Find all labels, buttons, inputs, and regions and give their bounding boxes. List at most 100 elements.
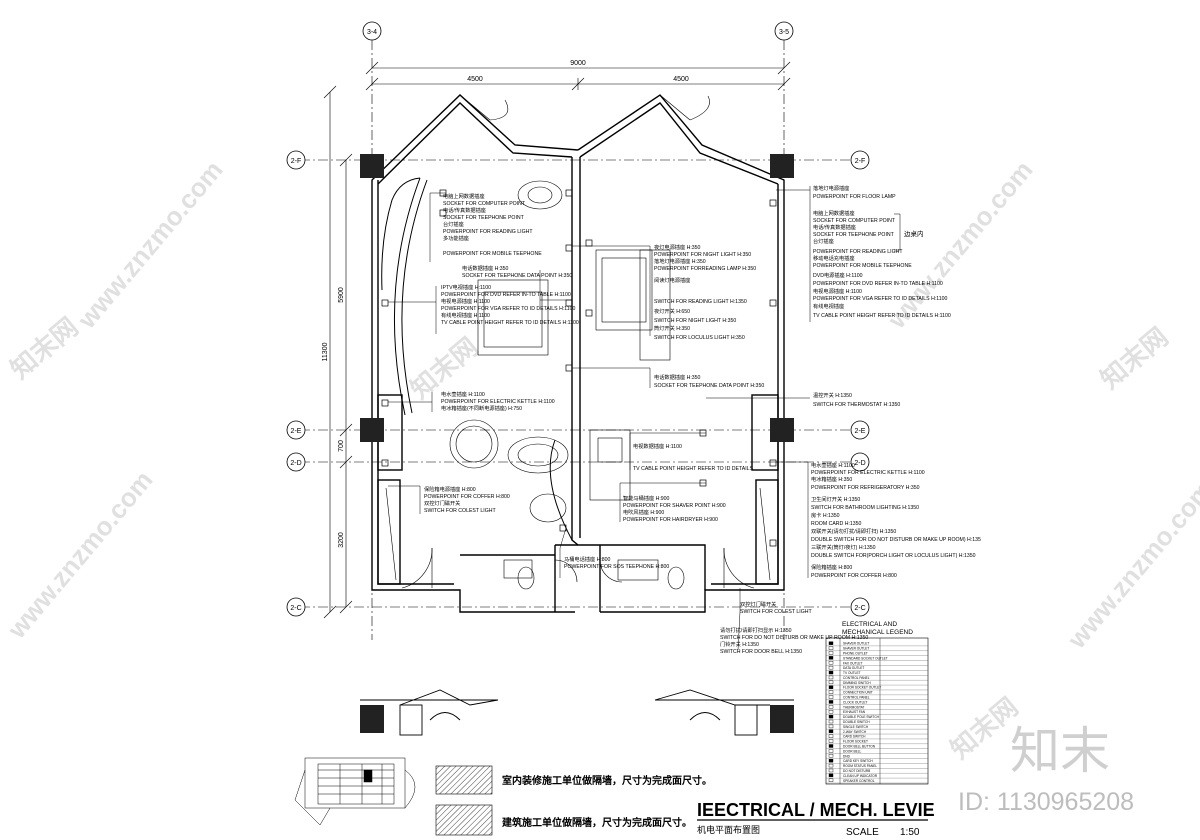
legend-row-27: CLEAN UP INDICATOR: [843, 774, 878, 778]
bottom-label-2-en: SWITCH FOR DOOR BELL H:1350: [720, 649, 802, 655]
dim-seg-lower: 3200: [338, 532, 345, 548]
right-label-9-cn: 电水壶插座 H:1100: [811, 461, 855, 469]
right-label-4-cn: 移动电话充电插座: [813, 254, 855, 262]
right-label-8-en: SWITCH FOR THERMOSTAT H:1350: [813, 402, 900, 408]
left-label-2-cn: 台灯插座: [443, 220, 464, 228]
left-label-8-en: POWERPOINT FOR ELECTRIC KETTLE H:1100: [441, 399, 555, 405]
center-label-8-en: POWERPOINT FOR HAIRDRYER H:900: [623, 517, 718, 523]
legend-symbol-3: [828, 656, 834, 660]
center-label-9-en: POWERPOINT FOR SOS TEEPHONE H:800: [564, 564, 669, 570]
right-label-3-en: POWERPOINT FOR READING LIGHT: [813, 249, 903, 255]
left-label-1-cn: 电话/传真数据插座: [443, 206, 486, 214]
right-label-10-en: POWERPOINT FOR REFRIGERATORY H:350: [811, 485, 920, 491]
grid-label-col-left: 3-4: [367, 29, 377, 36]
center-label-6-en: TV CABLE POINT HEIGHT REFER TO ID DETAIL…: [633, 466, 754, 472]
legend-row-20: FLOOR SOCKET: [843, 740, 868, 744]
center-label-8-cn: 电吹风插座 H:900: [623, 508, 664, 516]
scale-label: SCALE: [846, 827, 879, 838]
right-label-14-en: DOUBLE SWITCH FOR(PORCH LIGHT OR LOCULUS…: [811, 553, 976, 559]
bottom-label-1-cn: 请勿打扰/请即打扫显示 H:1350: [720, 626, 792, 634]
left-label-6-en: POWERPOINT FOR VGA REFER TO ID DETAILS H…: [441, 306, 576, 312]
legend-row-9: FLOOR SOCKET OUTLET: [843, 686, 881, 690]
left-label-3-en: POWERPOINT FOR MOBILE TEEPHONE: [443, 251, 542, 257]
legend-row-23: DND: [843, 754, 851, 758]
left-label-2-en: POWERPOINT FOR READING LIGHT: [443, 229, 533, 235]
bottom-label-1-en: SWITCH FOR DO NOT DISTURB OR MAKE UP ROO…: [720, 635, 868, 641]
left-label-8-cn: 电水壶插座 H:1100: [441, 390, 485, 398]
legend-row-3: STANDARD SOCKET OUTLET: [843, 656, 888, 660]
doors: [401, 94, 755, 589]
walls: [371, 94, 785, 613]
furniture: [385, 180, 771, 590]
legend-symbol-0: [828, 641, 834, 645]
legend-symbol-16: [828, 719, 834, 724]
hatch-sample-interior: [435, 765, 493, 795]
legend-symbol-12: [828, 700, 834, 704]
legend-symbol-22: [828, 749, 834, 753]
grid-lines: [300, 40, 855, 640]
left-label-3-cn: 多功能插座: [443, 234, 469, 242]
left-label-11-en: SWITCH FOR COLEST LIGHT: [424, 508, 497, 514]
right-label-10-cn: 电冰箱插座 H:350: [811, 475, 852, 483]
legend-box: [825, 637, 929, 785]
right-label-8-cn: 温控开关 H:1350: [813, 391, 852, 399]
scale-value: 1:50: [900, 827, 920, 838]
legend-title-1: ELECTRICAL AND: [842, 621, 897, 628]
center-label-0-en: POWERPOINT FOR NIGHT LIGHT H:350: [654, 252, 751, 258]
right-label-2-en: SOCKET FOR TEEPHONE POINT: [813, 232, 895, 238]
right-label-1-en: SOCKET FOR COMPUTER POINT: [813, 218, 896, 224]
legend-symbol-8: [828, 680, 834, 685]
legend-row-8: DIMMING SWITCH: [843, 681, 871, 685]
grid-bubble-labels: 3-4 3-5 2-F 2-F 2-E 2-E 2-D 2-D 2-C 2-C: [290, 29, 865, 612]
legend-symbol-15: [828, 714, 834, 719]
left-label-4-en: SOCKET FOR TEEPHONE DATA POINT H:350: [462, 273, 572, 279]
dim-half-left: 4500: [467, 76, 483, 83]
center-label-3-cn: 夜灯开关 H:650: [654, 307, 690, 315]
legend-row-1: SHAVER OUTLET: [843, 647, 869, 651]
legend-symbol-20: [828, 739, 834, 743]
left-label-11-cn: 双控灯门磁开关: [424, 499, 460, 507]
legend-symbol-19: [828, 734, 834, 738]
right-label-3-cn: 台灯插座: [813, 237, 834, 245]
watermark-brand-1: 知末网: [5, 311, 84, 384]
right-label-11-en: SWITCH FOR BATHROOM LIGHTING H:1350: [811, 505, 919, 511]
right-label-5-en: POWERPOINT FOR DVD REFER IN-TO TABLE H:1…: [813, 281, 943, 287]
legend-symbol-1: [828, 646, 834, 650]
center-label-6-cn: 电视数据插座 H:1100: [633, 442, 682, 450]
center-label-4-en: SWITCH FOR LOCULUS LIGHT H:350: [654, 335, 745, 341]
right-label-7-en: TV CABLE POINT HEIGHT REFER TO ID DETAIL…: [813, 313, 951, 319]
right-label-15-cn: 保险箱插座 H:800: [811, 563, 852, 571]
legend-symbol-27: [828, 773, 834, 778]
legend-symbol-13: [828, 705, 834, 709]
legend-symbol-9: [828, 685, 834, 689]
watermark-site-1: www.znzmo.com: [71, 155, 229, 335]
legend-row-14: EXHAUST FAN: [843, 710, 866, 714]
legend-symbol-10: [828, 690, 834, 694]
right-label-14-cn: 三联开关(筒灯/夜灯) H:1350: [811, 543, 876, 551]
legend-symbol-25: [828, 763, 834, 768]
legend-row-15: DOUBLE POLE SWITCH: [843, 715, 880, 719]
legend-row-21: DOOR BELL BUTTON: [843, 745, 876, 749]
leader-lines: [388, 186, 901, 651]
grid-label-row-top-left: 2-F: [291, 158, 302, 165]
legend-symbol-23: [828, 754, 834, 758]
legend-row-2: PHONE OUTLET: [843, 651, 868, 655]
center-label-2-cn: 阅读灯电源插座: [654, 276, 690, 284]
legend-row-28: SPEAKER CONTROL: [843, 779, 875, 783]
hatch-sample-building: [435, 804, 493, 836]
watermark-site-4: www.znzmo.com: [1061, 475, 1200, 655]
grid-label-row-mid-right: 2-E: [855, 428, 866, 435]
center-label-1-cn: 落地灯电源插座 H:350: [654, 257, 706, 265]
legend-row-6: TV OUTLET: [843, 671, 861, 675]
left-label-10-en: POWERPOINT FOR COFFER H:800: [424, 494, 510, 500]
right-label-9-en: POWERPOINT FOR ELECTRIC KETTLE H:1100: [811, 470, 925, 476]
right-annotations: 落地灯电源插座 POWERPOINT FOR FLOOR LAMP 电脑上网数据…: [811, 184, 981, 579]
legend-row-5: DATA OUTLET: [843, 666, 864, 670]
title-block: IEECTRICAL / MECH. LEVIE 机电平面布置图 SCALE 1…: [697, 800, 935, 838]
center-label-4-cn: 筒灯开关 H:350: [654, 324, 690, 332]
center-label-5-en: SOCKET FOR TEEPHONE DATA POINT H:350: [654, 383, 764, 389]
watermark-site-2: www.znzmo.com: [881, 155, 1039, 335]
dim-seg-upper: 5900: [338, 287, 345, 303]
center-label-2-en: SWITCH FOR READING LIGHT H:1350: [654, 299, 747, 305]
center-label-9-cn: 马桶电话插座 H:800: [564, 555, 611, 563]
